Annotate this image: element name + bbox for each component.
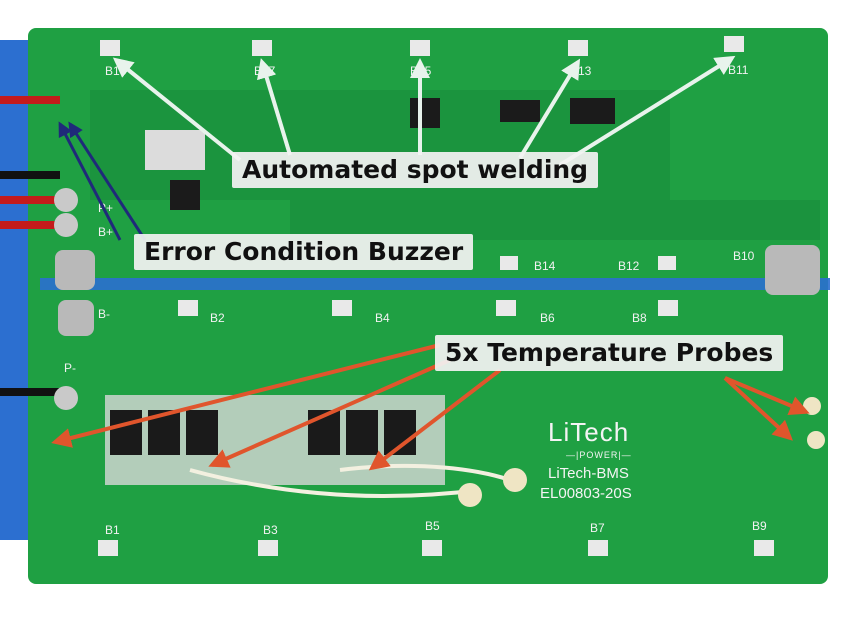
pad-label: P-: [64, 361, 76, 375]
brand-power-text: —|POWER|—: [566, 450, 632, 460]
pad-label: B10: [733, 249, 755, 263]
pad-label: B-: [98, 307, 110, 321]
middle-pads: [178, 256, 678, 316]
pad-label: B6: [540, 311, 555, 325]
pad-label: B3: [263, 523, 278, 537]
callout-error-condition-buzzer: Error Condition Buzzer: [134, 234, 474, 270]
pad-label: B8: [632, 311, 647, 325]
ic-chips: [145, 98, 615, 210]
welding-arrows: [112, 55, 736, 167]
temperature-probe-wires: [189, 463, 511, 498]
pad-label: B4: [375, 311, 390, 325]
pad-label: B1: [105, 523, 120, 537]
callout-temperature-probes: 5x Temperature Probes: [435, 335, 784, 371]
buzzer-arrows: [58, 121, 147, 241]
board-region: [290, 200, 820, 240]
pad-label: B+: [98, 225, 113, 239]
pad-label: B9: [752, 519, 767, 533]
side-terminals: [0, 96, 820, 410]
brand-logo-text: LiTech: [548, 417, 630, 447]
pad-label: B12: [618, 259, 640, 273]
bottom-pads: [98, 540, 774, 556]
pad-label: B5: [425, 519, 440, 533]
probe-arrows: [51, 343, 810, 471]
board-serial-text: EL00803-20S: [540, 485, 632, 502]
mosfet-row: [105, 395, 445, 485]
board-model-text: LiTech-BMS: [548, 465, 629, 482]
callout-automated-spot-welding: Automated spot welding: [232, 152, 599, 188]
pad-label: B7: [590, 521, 605, 535]
pad-label: B11: [728, 63, 749, 77]
pad-label: B14: [534, 259, 556, 273]
board-slot: [40, 278, 830, 290]
top-pads: [100, 36, 744, 56]
pad-label: B2: [210, 311, 225, 325]
